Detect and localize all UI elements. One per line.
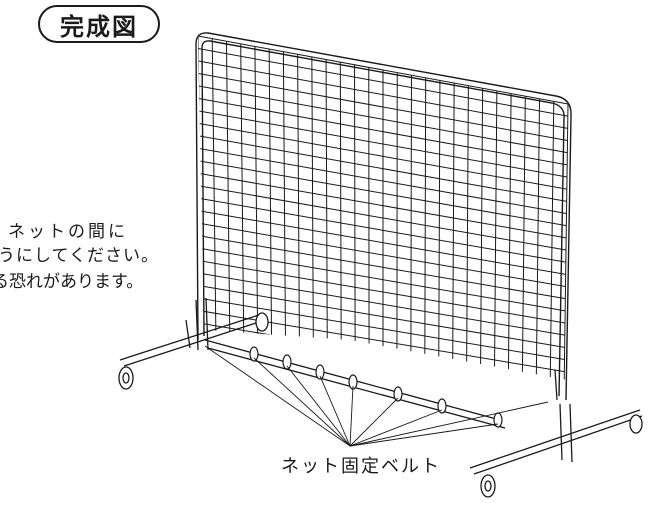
net-frame [195,32,572,401]
title-badge: 完成図 [38,5,160,43]
belt-label: ネット固定ベルト [279,452,443,478]
note-line-3: る恐れがあります。 [0,272,144,292]
note-line-2: うにしてください。 [0,246,159,266]
note-line-1: ネットの間に [8,222,128,242]
caster-wheels [118,312,643,498]
belt-leader-lines [204,345,549,447]
net-mesh [197,35,569,381]
belt-wraps [249,346,503,428]
